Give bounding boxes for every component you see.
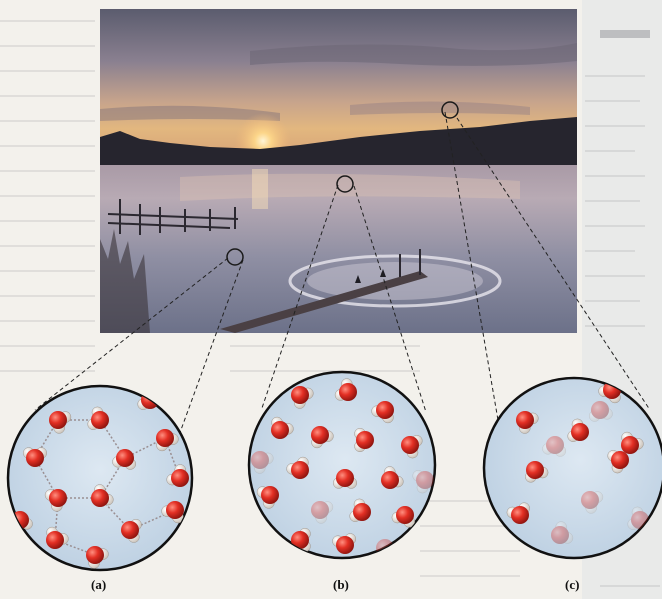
label-a: (a) [91, 577, 106, 593]
lake-sunset-photo [100, 9, 577, 333]
label-c: (c) [565, 577, 579, 593]
label-b: (b) [333, 577, 349, 593]
